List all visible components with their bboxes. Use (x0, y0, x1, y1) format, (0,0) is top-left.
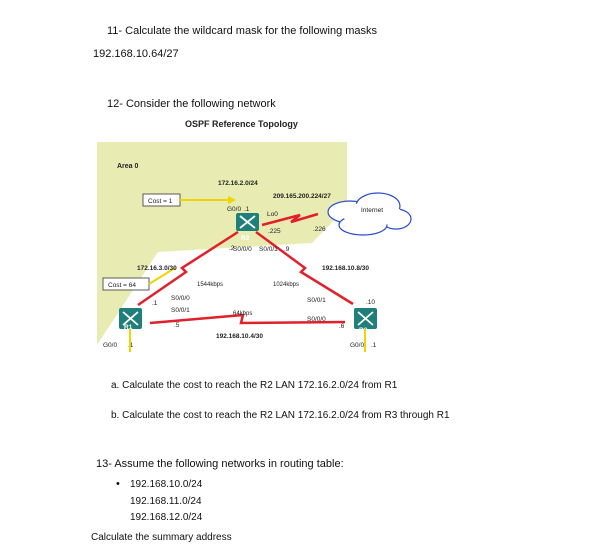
q12-title: 12- Consider the following network (107, 98, 276, 110)
r2-g00-ip: .1 (244, 206, 250, 213)
r3-s000-label: S0/0/0 (307, 316, 326, 323)
r3-s000-ip: .6 (339, 323, 345, 330)
q12-part-b: b. Calculate the cost to reach the R2 LA… (111, 410, 450, 421)
lo0-ip: .225 (268, 228, 281, 235)
q13-network-3: 192.168.12.0/24 (130, 512, 203, 523)
r3-s001-ip: .10 (366, 299, 375, 306)
link-r2-internet (261, 212, 319, 227)
r2-s000-label: S0/0/0 (233, 246, 252, 253)
router-r3-icon (354, 308, 377, 329)
q13-bullet: • (116, 478, 120, 490)
r2-lan-arrow (228, 196, 236, 204)
r3-s001-label: S0/0/1 (307, 297, 326, 304)
r3-g00-ip: .1 (371, 342, 377, 349)
r1-lan-link (148, 267, 176, 285)
r1-s001-label: S0/0/1 (171, 307, 190, 314)
link-r1-r2 (137, 230, 239, 307)
link-r1-r3 (149, 313, 346, 325)
r1-r3-network: 192.168.10.4/30 (216, 333, 263, 340)
q13-network-2: 192.168.11.0/24 (130, 496, 202, 507)
speed-r1-r2: 1544kbps (197, 282, 223, 288)
internet-label: Internet (361, 207, 383, 214)
q11-network: 192.168.10.64/27 (93, 48, 179, 60)
r1-name: R1 (124, 324, 133, 331)
internet-link-network: 209.165.200.224/27 (273, 193, 331, 200)
r1-s000-label: S0/0/0 (171, 295, 190, 302)
q13-network-1: 192.168.10.0/24 (130, 479, 203, 490)
r2-s001-ip: .9 (284, 246, 290, 253)
r1-r2-network: 172.16.3.0/30 (137, 265, 177, 272)
area-0-label: Area 0 (117, 163, 139, 170)
r1-s001-ip: .5 (174, 322, 180, 329)
r3-name: R3 (359, 327, 368, 334)
speed-r1-r3: 64kbps (233, 311, 252, 317)
r2-lan-network: 172.16.2.0/24 (218, 180, 258, 187)
r1-g00-label: G0/0 (103, 342, 117, 349)
r2-g00-label: G0/0 (227, 206, 241, 213)
q11-title: 11- Calculate the wildcard mask for the … (107, 25, 378, 37)
link-r2-r3 (255, 230, 354, 306)
cost-r1-lan-label: Cost = 64 (108, 282, 136, 289)
r2-name: R2 (241, 235, 250, 242)
lo0-label: Lo0 (267, 211, 278, 218)
r2-s001-label: S0/0/1 (259, 246, 278, 253)
q12-part-a: a. Calculate the cost to reach the R2 LA… (111, 380, 398, 391)
diagram-title: OSPF Reference Topology (185, 119, 298, 129)
r1-s000-ip: .1 (152, 300, 158, 307)
cost-r2-lan-label: Cost = 1 (148, 198, 173, 205)
r2-r3-network: 192.168.10.8/30 (322, 265, 369, 272)
q13-prompt: Calculate the summary address (91, 532, 232, 543)
r2-s000-ip: .2 (229, 245, 235, 252)
router-r1-icon (119, 308, 142, 329)
speed-r2-r3: 1024kbps (273, 282, 299, 288)
q13-title: 13- Assume the following networks in rou… (96, 458, 344, 470)
internet-ip: .226 (313, 226, 326, 233)
r3-g00-label: G0/0 (350, 342, 364, 349)
router-r2-icon (236, 213, 259, 231)
internet-cloud (327, 192, 412, 236)
